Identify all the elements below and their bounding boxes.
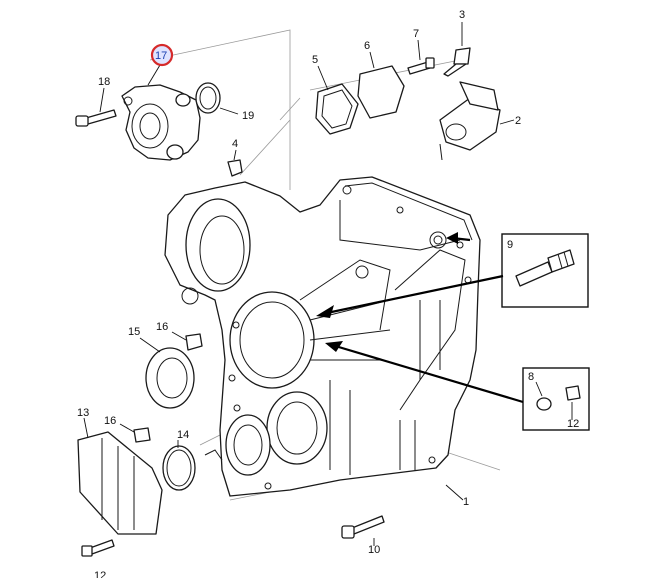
callout-16-upper: 16 <box>156 321 168 333</box>
o-ring-part-19 <box>195 82 221 114</box>
plug-part-16-upper <box>185 333 203 351</box>
bolt-part-18 <box>75 109 117 127</box>
callout-box-9 <box>501 233 589 308</box>
callout-16-lower: 16 <box>104 415 116 427</box>
callout-18: 18 <box>98 76 110 88</box>
callout-5: 5 <box>312 54 318 66</box>
callout-14: 14 <box>177 429 189 441</box>
cover-part-13 <box>77 431 163 535</box>
housing-part-1 <box>164 176 481 497</box>
callout-9: 9 <box>507 239 513 251</box>
o-ring-part-14 <box>162 445 196 491</box>
sensor-part-2 <box>439 81 501 161</box>
seal-part-15 <box>145 347 195 409</box>
callout-4: 4 <box>232 138 238 150</box>
callout-15: 15 <box>128 326 140 338</box>
callout-19: 19 <box>242 110 254 122</box>
bolt-part-12-lower <box>81 539 115 557</box>
callout-10: 10 <box>368 544 380 556</box>
callout-12-box: 12 <box>567 418 579 430</box>
callout-13: 13 <box>77 407 89 419</box>
gasket-part-5 <box>315 83 359 135</box>
callout-3: 3 <box>459 9 465 21</box>
plug-part-4 <box>227 159 243 177</box>
callout-1: 1 <box>463 496 469 508</box>
callout-8: 8 <box>528 371 534 383</box>
callout-7: 7 <box>413 28 419 40</box>
highlight-ring-17 <box>150 43 174 67</box>
bolt-part-7 <box>407 57 435 75</box>
callout-box-8-12 <box>522 367 590 431</box>
leader-lines <box>83 22 573 546</box>
bolt-part-3 <box>443 47 471 77</box>
cover-part-17 <box>121 84 201 161</box>
callout-6: 6 <box>364 40 370 52</box>
cover-plate-part-6 <box>357 65 405 119</box>
bolt-part-10 <box>341 515 385 539</box>
callout-17: 17 <box>155 50 167 62</box>
callout-12-lower: 12 <box>94 570 106 578</box>
plug-part-16-lower <box>133 427 151 443</box>
callout-2: 2 <box>515 115 521 127</box>
callout-labels: 1 2 3 4 5 6 7 8 9 10 12 12 13 14 15 16 1… <box>77 9 579 578</box>
callout-arrows <box>316 232 524 404</box>
